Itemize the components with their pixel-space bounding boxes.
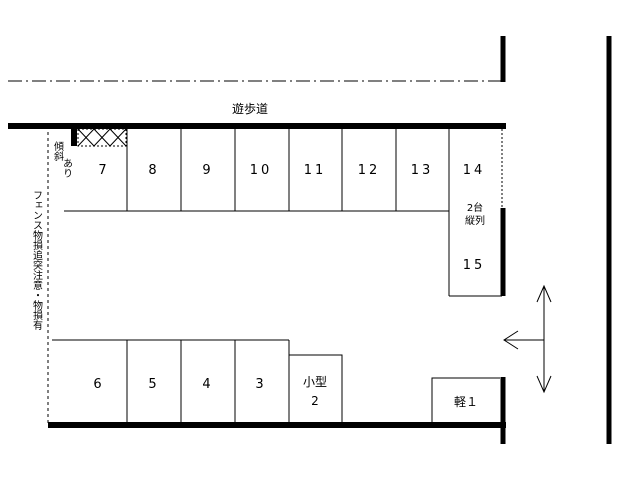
hatched-area bbox=[77, 128, 127, 147]
bottom-row-dividers bbox=[126, 340, 290, 422]
kei-space-outline bbox=[431, 377, 500, 422]
slope-label-line2: あり bbox=[61, 158, 72, 178]
space-11-label: 11 bbox=[304, 163, 327, 178]
space-6-label: 6 bbox=[93, 377, 104, 392]
top-row-dividers bbox=[126, 129, 450, 296]
space-7-label: 7 bbox=[98, 163, 109, 178]
space-12-label: 12 bbox=[358, 163, 381, 178]
space-15-label: 15 bbox=[463, 258, 486, 273]
space-5-label: 5 bbox=[148, 377, 159, 392]
space-8-label: 8 bbox=[148, 163, 159, 178]
left-arrow-icon bbox=[503, 330, 544, 350]
top-row-space-labels: 7 8 9 10 11 12 13 14 bbox=[98, 163, 486, 178]
compact-label-line1: 小型 bbox=[303, 375, 327, 389]
tandem-label-line2: 縦列 bbox=[465, 214, 485, 227]
space-3-label: 3 bbox=[255, 377, 266, 392]
hatch-x-marks bbox=[77, 128, 127, 147]
space-13-label: 13 bbox=[411, 163, 434, 178]
space-14-label: 14 bbox=[463, 163, 486, 178]
bottom-row-space-labels: 6 5 4 3 bbox=[93, 377, 266, 392]
compact-label-line2: 2 bbox=[311, 394, 319, 408]
promenade-label: 遊歩道 bbox=[232, 101, 268, 116]
up-down-arrow-icon bbox=[536, 284, 552, 394]
kei-label: 軽１ bbox=[454, 395, 478, 409]
space-4-label: 4 bbox=[202, 377, 213, 392]
space-9-label: 9 bbox=[202, 163, 213, 178]
tandem-label-line1: 2台 bbox=[467, 201, 483, 214]
compact-space-outline bbox=[289, 354, 343, 422]
space-10-label: 10 bbox=[250, 163, 273, 178]
slope-label-line1: 傾斜 bbox=[52, 140, 64, 162]
fence-note: フェンス物損追突注意・物損有 bbox=[31, 190, 43, 331]
